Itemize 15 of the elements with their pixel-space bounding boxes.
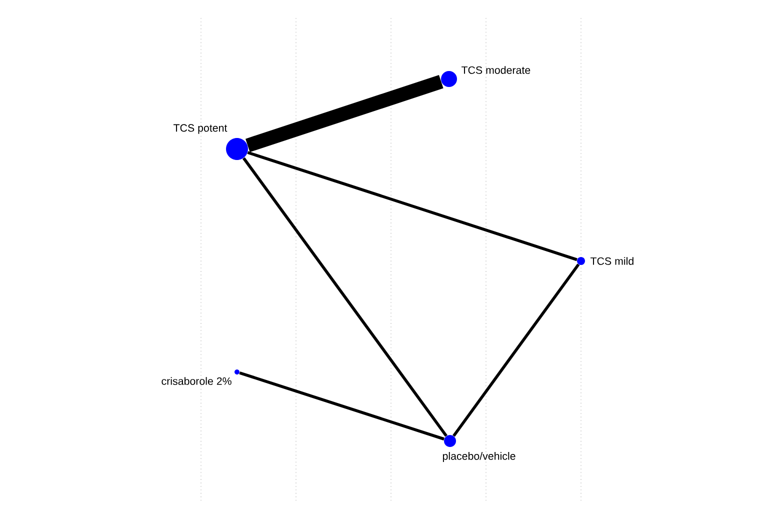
node-label: TCS mild [590, 257, 634, 265]
node-label: TCS potent [174, 124, 228, 134]
network-edge [452, 264, 580, 437]
network-edge [239, 371, 444, 440]
node-label: crisaborole 2% [162, 377, 232, 385]
network-node: TCS moderate [441, 66, 530, 87]
network-edge [242, 157, 448, 437]
node-label: TCS moderate [462, 66, 530, 74]
network-node: TCS mild [577, 257, 634, 265]
network-node: TCS potent [174, 124, 248, 160]
node-label: placebo/vehicle [442, 452, 516, 462]
network-edge [247, 151, 578, 262]
network-edge [246, 74, 444, 152]
network-node: placebo/vehicle [442, 435, 516, 462]
network-node: crisaborole 2% [162, 370, 240, 385]
